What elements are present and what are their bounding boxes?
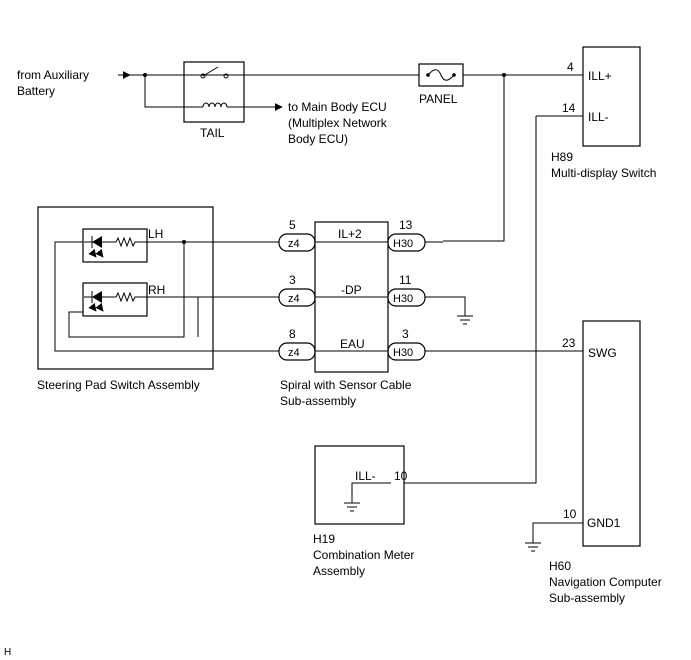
h60-name-line2: Sub-assembly xyxy=(549,591,625,605)
ground-icon xyxy=(525,542,541,552)
z4-conn-label: z4 xyxy=(288,238,300,250)
spiral-left-pin: 5 xyxy=(289,218,296,232)
source-label-line1: from Auxiliary xyxy=(17,68,89,82)
lh-resistor xyxy=(102,236,146,248)
h19-pin-name: ILL- xyxy=(355,469,376,483)
h89-code: H89 xyxy=(551,150,573,164)
spiral-left-pin: 8 xyxy=(289,327,296,341)
lh-loop-wire xyxy=(68,242,185,338)
source-label-line2: Battery xyxy=(17,84,55,98)
lh-label: LH xyxy=(148,227,163,241)
z4-conn-label: z4 xyxy=(288,293,300,305)
rh-resistor xyxy=(102,291,146,303)
ill-minus-wire xyxy=(404,116,537,484)
h60-box xyxy=(582,320,641,547)
spiral-name-line1: Spiral with Sensor Cable xyxy=(280,378,412,392)
h30-conn-label: H30 xyxy=(393,347,413,359)
steering-pad-name: Steering Pad Switch Assembly xyxy=(37,378,200,392)
spiral-left-pin: 3 xyxy=(289,273,296,287)
coil-feed-wire xyxy=(144,75,203,108)
h60-pin-23-name: SWG xyxy=(588,346,617,360)
main-body-ecu-line2: (Multiplex Network xyxy=(288,116,388,130)
h19-box xyxy=(314,445,405,525)
h19-pin-num: 10 xyxy=(394,469,408,483)
h89-pin-4-num: 4 xyxy=(567,60,574,74)
h60-code: H60 xyxy=(549,559,571,573)
panel-fuse xyxy=(418,63,464,87)
h89-pin-4-name: ILL+ xyxy=(588,69,612,83)
dp-ground-wire xyxy=(425,296,466,316)
rh-wire-a xyxy=(146,296,199,337)
h89-pin-14-name: ILL- xyxy=(588,110,609,124)
h60-pin-10-num: 10 xyxy=(563,507,577,521)
h89-pin-14-num: 14 xyxy=(562,101,576,115)
tail-relay xyxy=(183,61,245,123)
rh-label: RH xyxy=(148,283,165,297)
h19-ground-wire xyxy=(351,482,391,503)
h19-name-line2: Assembly xyxy=(313,564,365,578)
tail-label: TAIL xyxy=(200,126,225,140)
h19-code: H19 xyxy=(313,532,335,546)
spiral-signal: IL+2 xyxy=(338,227,362,241)
gnd1-wire xyxy=(532,522,583,543)
lh-led-switch xyxy=(82,228,148,263)
spiral-signal: EAU xyxy=(340,337,365,351)
main-body-ecu-line3: Body ECU) xyxy=(288,132,348,146)
h60-pin-10-name: GND1 xyxy=(587,516,621,530)
spiral-right-pin: 3 xyxy=(402,327,409,341)
spiral-name-line2: Sub-assembly xyxy=(280,394,356,408)
ground-icon xyxy=(344,502,360,512)
spiral-right-pin: 11 xyxy=(399,273,412,287)
panel-label: PANEL xyxy=(419,92,458,106)
h60-name-line1: Navigation Computer xyxy=(549,575,662,589)
rh-led-switch xyxy=(82,282,148,317)
h89-box xyxy=(582,46,641,147)
ill-plus-branch xyxy=(443,75,505,242)
h19-name-line1: Combination Meter xyxy=(313,548,414,562)
z4-conn-label: z4 xyxy=(288,347,300,359)
rh-led-icon xyxy=(84,291,104,312)
h89-name: Multi-display Switch xyxy=(551,166,656,180)
h30-conn-label: H30 xyxy=(393,238,413,250)
spiral-signal: -DP xyxy=(341,283,362,297)
lh-led-icon xyxy=(84,236,104,258)
h30-conn-label: H30 xyxy=(393,293,413,305)
eau-wire-left xyxy=(54,241,279,352)
corner-mark: H xyxy=(4,647,11,658)
main-body-ecu-line1: to Main Body ECU xyxy=(288,100,387,114)
spiral-right-pin: 13 xyxy=(399,218,413,232)
steering-pad-box xyxy=(37,206,214,370)
ground-icon xyxy=(457,315,473,325)
h60-pin-23-num: 23 xyxy=(562,336,576,350)
